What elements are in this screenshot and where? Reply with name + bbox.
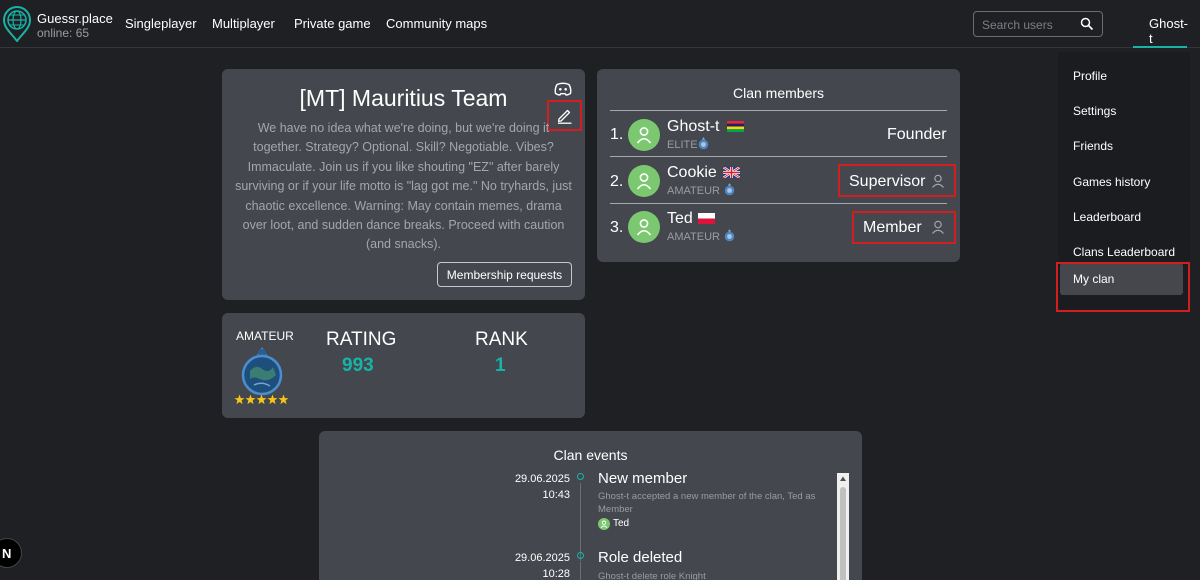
star-icon — [267, 394, 278, 405]
rating-label: RATING — [326, 329, 397, 350]
user-icon — [636, 127, 652, 144]
clan-stats-card: AMATEUR RATING 993 RANK 1 — [222, 313, 585, 418]
member-name[interactable]: Ghost-t — [667, 118, 720, 135]
event-title: New member — [598, 470, 688, 487]
clan-members-title: Clan members — [732, 85, 825, 101]
edit-highlight-box — [547, 100, 582, 131]
role-highlight-box — [838, 164, 956, 197]
floating-n-badge[interactable]: N — [0, 538, 22, 568]
menu-profile[interactable]: Profile — [1073, 69, 1108, 83]
rank-badge-icon — [724, 183, 735, 196]
timeline-dot — [577, 552, 584, 559]
menu-leaderboard[interactable]: Leaderboard — [1073, 210, 1142, 224]
role-highlight-box — [852, 211, 956, 244]
menu-my-clan-label: My clan — [1073, 272, 1115, 286]
divider — [610, 156, 947, 157]
star-icon — [245, 394, 256, 405]
mauritius-flag-icon — [727, 121, 744, 132]
menu-my-clan[interactable]: My clan — [1060, 263, 1183, 295]
member-number: 3. — [610, 219, 624, 236]
online-count: online: 65 — [37, 26, 90, 40]
event-user-name[interactable]: Ted — [613, 518, 630, 529]
avatar[interactable] — [628, 119, 660, 151]
member-rank: ELITE — [667, 139, 698, 151]
search-input[interactable] — [982, 16, 1077, 33]
rank-value: 1 — [495, 355, 506, 376]
menu-friends[interactable]: Friends — [1073, 139, 1114, 153]
clan-members-card: Clan members 1. Ghost-t ELITE Founder 2.… — [597, 69, 960, 262]
league-name: AMATEUR — [236, 329, 294, 343]
event-user-avatar[interactable] — [598, 518, 610, 530]
star-icon — [234, 394, 245, 405]
clan-events-card: Clan events 29.06.2025 10:43 New member … — [319, 431, 862, 580]
membership-requests-button[interactable]: Membership requests — [437, 262, 572, 287]
user-icon — [600, 520, 608, 528]
event-description: Ghost-t accepted a new member of the cla… — [598, 491, 816, 515]
clan-events-title: Clan events — [553, 447, 628, 463]
user-role-icon[interactable] — [931, 174, 945, 188]
user-icon — [636, 219, 652, 236]
timeline-line — [580, 483, 581, 561]
member-name[interactable]: Ted — [667, 210, 693, 227]
clan-info-card: [MT] Mauritius Team We have no idea what… — [222, 69, 585, 300]
rating-value: 993 — [342, 355, 374, 376]
nav-singleplayer[interactable]: Singleplayer — [125, 16, 197, 31]
scrollbar-thumb[interactable] — [840, 487, 846, 580]
rank-label: RANK — [475, 329, 528, 350]
member-rank: AMATEUR — [667, 185, 720, 197]
divider — [610, 203, 947, 204]
uk-flag-icon — [723, 167, 740, 178]
search-box — [973, 11, 1103, 37]
member-name[interactable]: Cookie — [667, 164, 717, 181]
star-icon — [278, 394, 289, 405]
member-role-dropdown[interactable]: Member — [863, 219, 922, 236]
avatar[interactable] — [628, 211, 660, 243]
member-number: 1. — [610, 126, 624, 143]
event-description: Ghost-t delete role Knight — [598, 571, 706, 580]
rank-badge-icon — [698, 137, 709, 150]
menu-games-history[interactable]: Games history — [1073, 175, 1151, 189]
user-dropdown-menu: Profile Settings Friends Games history L… — [1058, 52, 1190, 312]
event-date: 29.06.2025 — [514, 552, 570, 564]
event-title: Role deleted — [598, 549, 683, 566]
clan-title: [MT] Mauritius Team — [299, 85, 508, 111]
league-stars — [234, 394, 290, 406]
n-badge-label: N — [2, 546, 12, 561]
member-role: Founder — [887, 126, 947, 143]
user-icon — [636, 173, 652, 190]
search-icon[interactable] — [1080, 17, 1094, 31]
poland-flag-icon — [698, 213, 715, 224]
member-role-dropdown[interactable]: Supervisor — [849, 173, 926, 190]
globe-pin-logo-icon[interactable] — [2, 6, 32, 42]
nav-multiplayer[interactable]: Multiplayer — [212, 16, 275, 31]
star-icon — [256, 394, 267, 405]
divider — [610, 110, 947, 111]
event-time: 10:28 — [542, 568, 570, 580]
user-menu-tab[interactable]: Ghost-t — [1133, 0, 1189, 48]
timeline-dot — [577, 473, 584, 480]
edit-pencil-icon[interactable] — [556, 107, 573, 124]
user-name: Ghost-t — [1149, 16, 1189, 46]
clan-description: We have no idea what we're doing, but we… — [235, 121, 572, 252]
menu-settings[interactable]: Settings — [1073, 104, 1117, 118]
nav-community-maps[interactable]: Community maps — [386, 16, 488, 31]
brand-name: Guessr.place — [37, 11, 113, 26]
scroll-up-arrow-icon[interactable] — [839, 475, 847, 483]
top-bar: Guessr.place online: 65 Singleplayer Mul… — [0, 0, 1200, 48]
highlight-box — [1056, 262, 1190, 312]
event-date: 29.06.2025 — [514, 473, 570, 485]
user-role-icon[interactable] — [931, 220, 945, 234]
event-time: 10:43 — [542, 489, 570, 501]
timeline-line — [580, 562, 581, 580]
nav-private-game[interactable]: Private game — [294, 16, 371, 31]
avatar[interactable] — [628, 165, 660, 197]
brand: Guessr.place online: 65 — [37, 11, 113, 41]
events-scrollbar[interactable] — [837, 473, 849, 580]
rank-badge-icon — [724, 229, 735, 242]
league-globe-badge-icon — [241, 347, 283, 396]
menu-clans-leaderboard[interactable]: Clans Leaderboard — [1073, 245, 1176, 259]
discord-icon[interactable] — [554, 82, 572, 96]
member-number: 2. — [610, 173, 624, 190]
member-rank: AMATEUR — [667, 231, 720, 243]
